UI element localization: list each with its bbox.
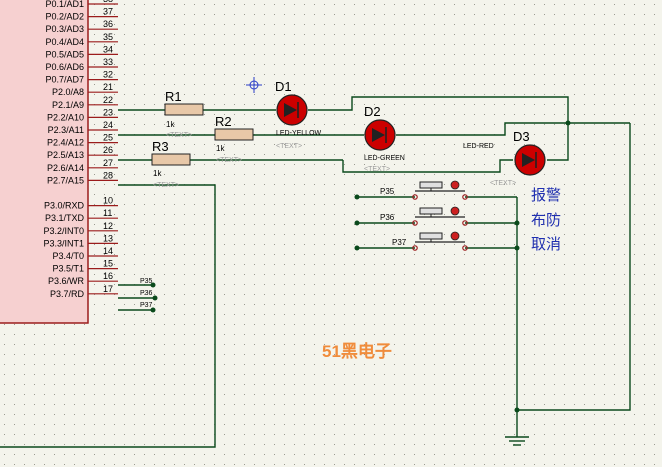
mcu-pin-number: 12 xyxy=(103,221,113,231)
resistor-r2-ref: R2 xyxy=(215,114,232,129)
led-d1-text: <TEXT> xyxy=(276,143,302,150)
mcu-pin-name: P0.2/AD2 xyxy=(45,12,84,22)
led-d3[interactable]: D3 LED-RED <TEXT> xyxy=(463,129,546,187)
led-d3-ref: D3 xyxy=(513,129,530,144)
mcu-pin-name: P3.7/RD xyxy=(50,289,85,299)
mcu-pin-number: 36 xyxy=(103,19,113,29)
resistor-r3-text: <TEXT> xyxy=(153,182,179,189)
mcu-pin-name: P2.3/A11 xyxy=(48,125,84,135)
mcu-pin-number: 10 xyxy=(103,196,113,206)
mcu-pin-number: 24 xyxy=(103,120,113,130)
mcu-pin-name: P2.1/A9 xyxy=(52,100,84,110)
mcu-pin-number: 25 xyxy=(103,133,113,143)
mcu-pin-name: P3.0/RXD xyxy=(44,201,85,211)
mcu-pin-name: P2.4/A12 xyxy=(47,138,84,148)
mcu-pin-name: P3.2/INT0 xyxy=(43,226,84,236)
button-p36-function: 布防 xyxy=(531,212,561,229)
mcu-pin-number: 35 xyxy=(103,32,113,42)
button-p37-label: P37 xyxy=(392,238,407,247)
button-p36-label: P36 xyxy=(380,213,395,222)
mcu-pin-number: 14 xyxy=(103,246,113,256)
mcu-pin-number: 38 xyxy=(103,0,113,4)
mcu-pin-number: 17 xyxy=(103,284,113,294)
mcu-pin-name: P3.3/INT1 xyxy=(43,238,84,248)
mcu-pin-number: 11 xyxy=(103,208,112,218)
resistor-r1-text: <TEXT> xyxy=(166,132,192,139)
button-p35[interactable]: P35 报警 xyxy=(380,180,561,204)
mcu-pin-name: P2.5/A13 xyxy=(47,150,84,160)
led-d1-ref: D1 xyxy=(275,79,292,94)
mcu-pin-number: 34 xyxy=(103,44,113,54)
mcu-pin-name: P0.5/AD5 xyxy=(45,49,84,59)
resistor-r2-text: <TEXT> xyxy=(216,157,242,164)
resistor-r3-ref: R3 xyxy=(152,139,169,154)
mcu-body[interactable] xyxy=(0,0,89,324)
mcu-pin-name: P3.5/T1 xyxy=(52,264,84,274)
mcu-pin-name: P0.7/AD7 xyxy=(45,75,84,85)
mcu-pin-name: P0.1/AD1 xyxy=(45,0,84,9)
led-d2-ref: D2 xyxy=(364,104,381,119)
port-label-p35: P35 xyxy=(140,278,153,285)
mcu-pin-number: 32 xyxy=(103,70,113,80)
wires xyxy=(0,96,631,448)
led-d2-text: <TEXT> xyxy=(364,166,390,173)
led-d2[interactable]: D2 LED-GREEN <TEXT> xyxy=(364,104,405,173)
mcu-pin-number: 26 xyxy=(103,145,113,155)
mcu-pin-name: P2.6/A14 xyxy=(47,163,84,173)
resistor-r3[interactable]: R3 1k <TEXT> xyxy=(151,139,191,189)
mcu-pin-name: P2.2/A10 xyxy=(47,112,84,122)
mcu-pin-number: 27 xyxy=(103,158,113,168)
resistor-r1-value: 1k xyxy=(166,120,175,129)
mcu-pin-name: P0.6/AD6 xyxy=(45,62,84,72)
port-label-p36: P36 xyxy=(140,290,153,297)
mcu-pin-name: P0.4/AD4 xyxy=(45,37,84,47)
crosshair-icon xyxy=(246,77,262,93)
mcu-pin-number: 22 xyxy=(103,95,113,105)
led-d1[interactable]: D1 LED-YELLOW <TEXT> xyxy=(275,79,322,150)
resistor-r1-ref: R1 xyxy=(165,89,182,104)
resistor-r1[interactable]: R1 1k <TEXT> xyxy=(164,89,204,139)
button-p37[interactable]: P37 取消 xyxy=(392,231,561,253)
button-p35-label: P35 xyxy=(380,187,395,196)
watermark-text: 51黑电子 xyxy=(322,341,392,361)
led-d3-type: LED-RED xyxy=(463,143,494,150)
mcu-pin-name: P3.4/T0 xyxy=(52,251,84,261)
resistor-r3-value: 1k xyxy=(153,169,162,178)
mcu-pin-name: P0.3/AD3 xyxy=(45,24,84,34)
mcu-pin-number: 15 xyxy=(103,259,113,269)
button-p36[interactable]: P36 布防 xyxy=(380,206,561,229)
mcu-pin-number: 16 xyxy=(103,271,113,281)
port-label-p37: P37 xyxy=(140,302,153,309)
junctions xyxy=(150,120,571,413)
mcu-pin-name: P3.6/WR xyxy=(48,276,85,286)
led-d2-type: LED-GREEN xyxy=(364,155,405,162)
mcu-pin-number: 23 xyxy=(103,107,113,117)
mcu-pin-name: P2.7/A15 xyxy=(47,175,84,185)
mcu-pin-number: 21 xyxy=(103,82,113,92)
resistor-r2-value: 1k xyxy=(216,144,225,153)
mcu-pin-name: P3.1/TXD xyxy=(45,213,85,223)
mcu-pin-number: 13 xyxy=(103,233,113,243)
button-p35-function: 报警 xyxy=(531,187,561,204)
mcu-pin-number: 37 xyxy=(103,7,113,17)
led-d1-type: LED-YELLOW xyxy=(276,130,322,137)
resistor-r2[interactable]: R2 1k <TEXT> xyxy=(214,114,254,164)
button-p37-function: 取消 xyxy=(531,236,561,253)
mcu-pin-number: 28 xyxy=(103,170,113,180)
led-d3-text: <TEXT> xyxy=(490,180,516,187)
mcu-pin-name: P2.0/A8 xyxy=(52,87,84,97)
mcu-pin-number: 33 xyxy=(103,57,113,67)
